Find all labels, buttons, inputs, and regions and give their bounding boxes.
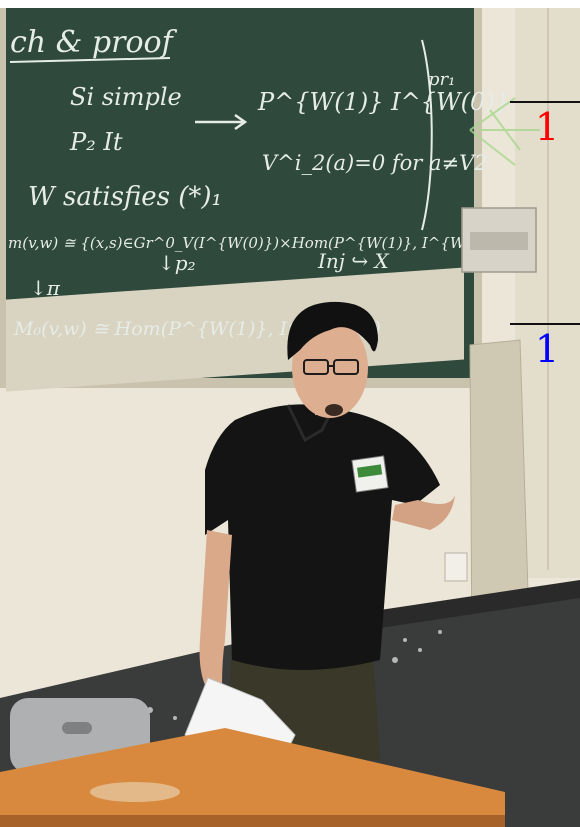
chalk-line: ch & proof <box>10 25 178 60</box>
polo-collar <box>286 404 335 443</box>
wall-outlet <box>444 552 468 582</box>
chalk-bracket <box>421 39 433 231</box>
marker-number-red: 1 <box>535 105 560 149</box>
baseboard <box>380 580 580 628</box>
face <box>292 318 368 418</box>
chalk-line: ↓π <box>30 276 61 300</box>
table-top <box>0 728 505 827</box>
right-arm <box>392 495 455 530</box>
chalk-line: V^i_2(a)=0 for a≠V2 <box>262 151 488 175</box>
chalk-arrow <box>195 113 248 131</box>
chalk-writing: ch & proof Si simple P^{W(1)} I^{W(0)} P… <box>8 25 512 340</box>
chalk-line: pr₁ <box>428 69 455 90</box>
table-edge <box>0 815 505 827</box>
marker-number-blue: 1 <box>535 327 560 371</box>
hair <box>287 301 378 360</box>
chalk-line: m(v,w) ≅ {(x,s)∈Gr^0_V(I^{W(0)})×Hom(P^{… <box>8 234 512 252</box>
chalk-line: P₂ It <box>69 128 123 156</box>
chalk-dust-on-table <box>90 782 180 802</box>
chair-handle-hole <box>62 722 92 734</box>
chalk-line: W satisfies (*)₁ <box>28 182 222 212</box>
person <box>10 301 455 773</box>
chalk-line: Si simple <box>70 83 182 111</box>
name-badge-green <box>357 464 383 478</box>
chalk-line: ↓p₂ <box>158 251 196 275</box>
goatee <box>325 404 343 416</box>
chalk-underline <box>9 57 171 63</box>
green-chalk-mark <box>469 97 540 166</box>
left-arm <box>199 530 232 685</box>
chalk-line: P^{W(1)} I^{W(0)} <box>257 88 510 116</box>
chalk-tray-slot <box>470 232 528 250</box>
top-white-strip <box>0 0 580 8</box>
chalk-line: Inj ↪ X <box>317 249 389 273</box>
